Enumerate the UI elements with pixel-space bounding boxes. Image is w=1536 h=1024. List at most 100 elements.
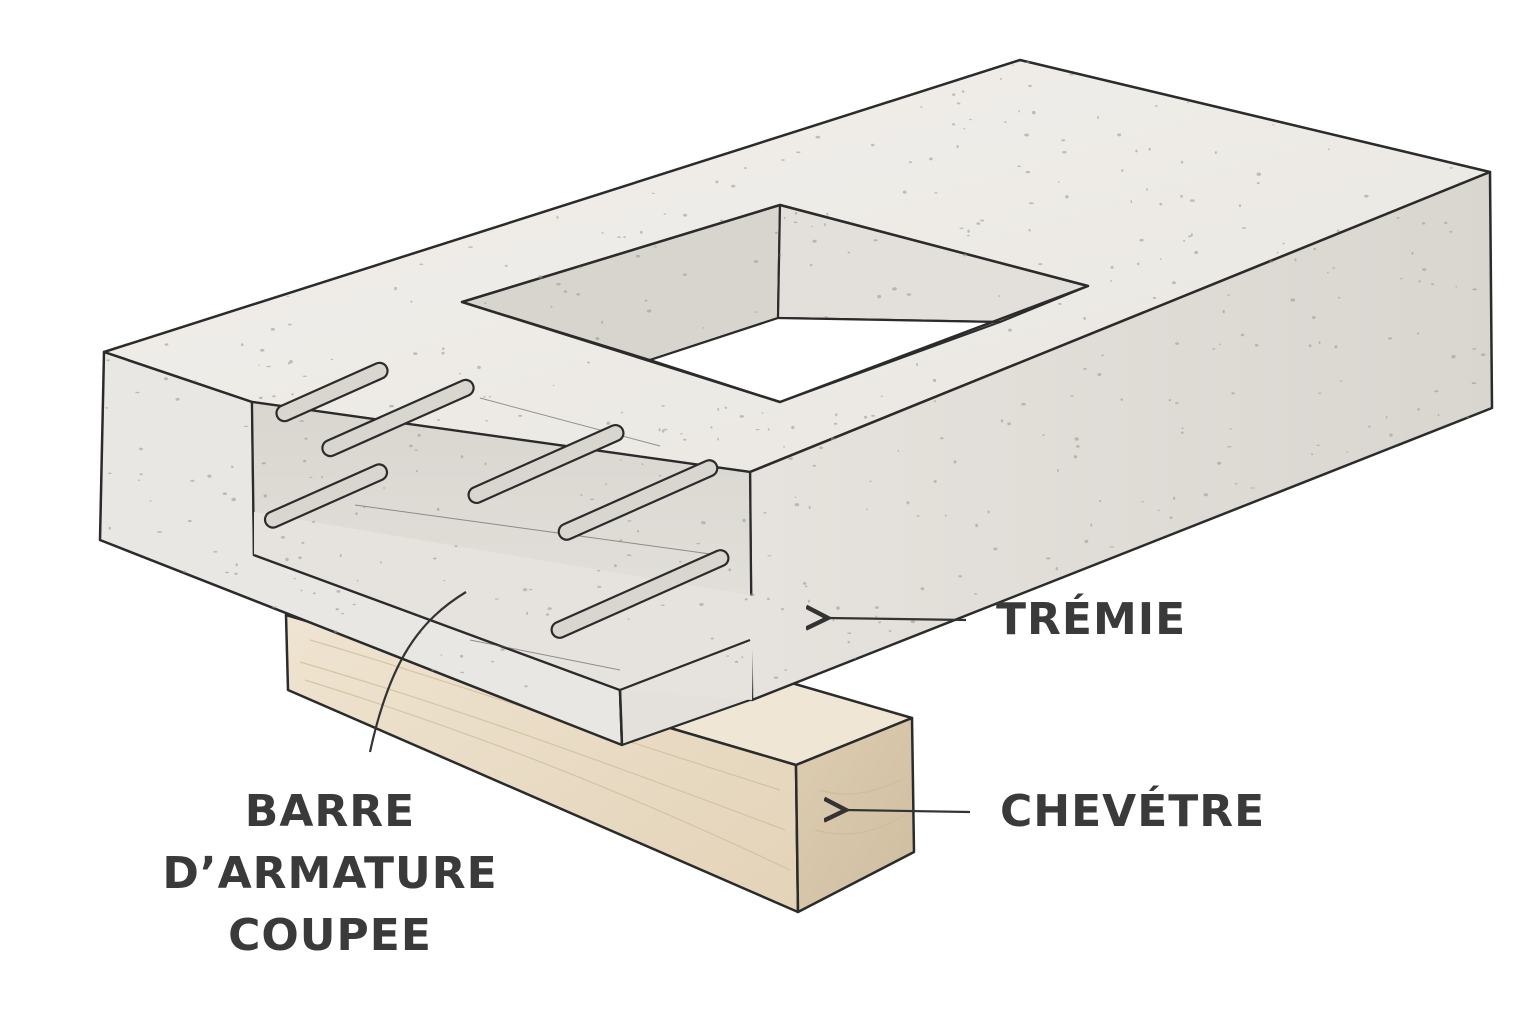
barre-leader-line: [368, 591, 467, 753]
concrete-speckle: [1318, 341, 1321, 344]
concrete-speckle: [908, 161, 913, 164]
concrete-speckle: [956, 102, 961, 105]
concrete-speckle: [524, 685, 528, 688]
concrete-speckle: [356, 579, 359, 582]
concrete-speckle: [767, 428, 770, 431]
concrete-speckle: [1290, 298, 1296, 302]
concrete-speckle: [504, 264, 508, 267]
concrete-speckle: [576, 293, 581, 296]
concrete-speckle: [258, 396, 263, 400]
concrete-speckle: [963, 127, 966, 130]
concrete-speckle: [413, 352, 418, 355]
concrete-speckle: [653, 246, 657, 248]
concrete-speckle: [1310, 453, 1314, 456]
concrete-speckle: [1186, 101, 1189, 104]
concrete-speckle: [1444, 221, 1448, 225]
concrete-speckle: [1139, 238, 1144, 242]
concrete-speckle: [916, 515, 920, 517]
concrete-speckle: [1057, 469, 1059, 472]
concrete-speckle: [678, 560, 682, 563]
concrete-speckle: [767, 555, 772, 557]
concrete-speckle: [779, 253, 782, 257]
concrete-texture: [105, 61, 1486, 688]
concrete-speckle: [230, 465, 234, 468]
concrete-speckle: [1097, 115, 1099, 119]
concrete-speckle: [754, 311, 758, 313]
concrete-speckle: [1316, 444, 1320, 446]
concrete-speckle: [187, 519, 192, 523]
concrete-speckle: [605, 483, 607, 486]
concrete-speckle: [627, 618, 630, 620]
concrete-speckle: [1385, 415, 1388, 419]
concrete-speckle: [1254, 343, 1259, 347]
concrete-speckle: [389, 404, 394, 408]
concrete-speckle: [788, 457, 793, 460]
concrete-speckle: [1269, 260, 1274, 263]
concrete-speckle: [661, 429, 665, 433]
concrete-speckle: [773, 676, 779, 679]
concrete-speckle: [1311, 316, 1316, 319]
concrete-speckle: [556, 215, 559, 219]
tremie-arrow: [828, 618, 967, 620]
concrete-speckle: [871, 414, 876, 417]
concrete-speckle: [635, 254, 641, 258]
rebar-slot: [550, 549, 730, 639]
concrete-speckle: [1327, 271, 1329, 274]
concrete-speckle: [739, 415, 744, 418]
concrete-speckle: [1130, 200, 1133, 204]
concrete-speckle: [1212, 348, 1216, 350]
cut-guide-lines: [354, 397, 726, 671]
concrete-speckle: [442, 347, 445, 351]
concrete-speckle: [1074, 437, 1079, 441]
concrete-speckle: [763, 511, 767, 514]
concrete-speckle: [702, 327, 705, 329]
concrete-speckle: [794, 503, 800, 507]
concrete-speckle: [835, 413, 838, 417]
concrete-speckle: [1159, 202, 1163, 206]
concrete-speckle: [726, 655, 730, 657]
concrete-speckle: [646, 309, 652, 313]
recess-floor-front: [254, 512, 754, 700]
concrete-speckle: [916, 362, 918, 367]
concrete-speckle: [1175, 342, 1180, 345]
concrete-speckle: [547, 607, 552, 610]
concrete-speckle: [644, 299, 648, 302]
concrete-speckle: [312, 520, 315, 524]
concrete-speckle: [433, 557, 437, 560]
concrete-speckle: [920, 106, 923, 108]
concrete-speckle: [597, 585, 602, 589]
concrete-speckle: [1146, 188, 1148, 191]
concrete-speckle: [1229, 428, 1232, 430]
concrete-speckle: [1065, 195, 1069, 199]
concrete-speckle: [869, 480, 872, 482]
concrete-speckle: [1455, 286, 1458, 288]
concrete-speckle: [243, 425, 249, 427]
concrete-speckle: [753, 260, 759, 263]
concrete-speckle: [1416, 332, 1420, 335]
concrete-speckle: [1000, 419, 1004, 423]
concrete-speckle: [259, 348, 265, 352]
concrete-speckle: [1308, 344, 1312, 348]
concrete-speckle: [1181, 431, 1184, 434]
concrete-speckle: [975, 523, 978, 528]
concrete-speckle: [339, 554, 342, 558]
concrete-speckle: [1217, 461, 1222, 465]
concrete-speckle: [1339, 380, 1343, 382]
concrete-speckle: [1008, 328, 1012, 332]
concrete-speckle: [699, 603, 704, 606]
concrete-speckle: [1183, 239, 1186, 242]
concrete-speckle: [663, 213, 667, 215]
concrete-speckle: [1136, 262, 1140, 266]
concrete-speckle: [1003, 121, 1007, 123]
concrete-speckle: [1110, 265, 1114, 269]
concrete-speckle: [552, 384, 555, 386]
concrete-speckle: [1046, 557, 1051, 560]
concrete-speckle: [1083, 316, 1086, 320]
concrete-speckle: [477, 365, 481, 369]
concrete-speckle: [436, 419, 441, 421]
rebar-slot: [263, 463, 389, 529]
concrete-speckle: [352, 603, 356, 606]
concrete-speckle: [1231, 392, 1235, 395]
concrete-speckle: [1148, 147, 1151, 151]
concrete-speckle: [1062, 151, 1067, 154]
